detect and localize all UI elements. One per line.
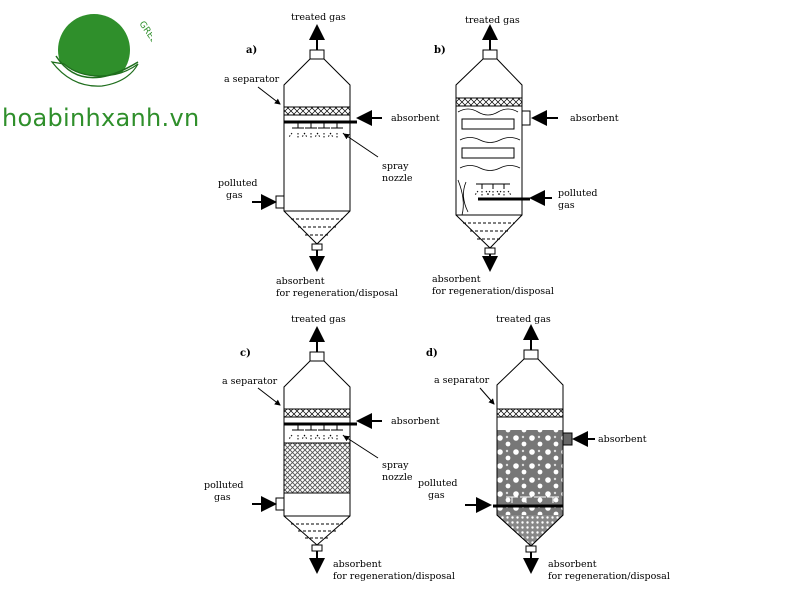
panel-a-out2: for regeneration/disposal	[276, 288, 398, 299]
panel-c-labels: c) treated gas a separator absorbent spr…	[204, 314, 455, 582]
panel-d-polluted: polluted	[418, 478, 458, 489]
panel-c-out2: for regeneration/disposal	[333, 571, 455, 582]
panel-d-letter: d)	[426, 348, 438, 359]
panel-c-polluted: polluted	[204, 480, 244, 491]
brand-name: hoabinhxanh.vn	[2, 104, 200, 132]
panel-c-treated-gas: treated gas	[291, 314, 346, 325]
panel-c-separator: a separator	[222, 376, 278, 387]
panel-b-absorbent: absorbent	[570, 113, 619, 124]
panel-c	[252, 326, 382, 574]
panel-c-letter: c)	[240, 348, 251, 359]
panel-a-treated-gas: treated gas	[291, 12, 346, 23]
panel-d-labels: d) treated gas a separator absorbent pol…	[418, 314, 670, 582]
panel-d-out2: for regeneration/disposal	[548, 571, 670, 582]
panel-d-absorbent: absorbent	[598, 434, 647, 445]
panel-a-nozzle: nozzle	[382, 173, 413, 184]
panel-b-out2: for regeneration/disposal	[432, 286, 554, 297]
panel-d-separator: a separator	[434, 375, 490, 386]
panel-b-out1: absorbent	[432, 274, 481, 285]
panel-d-gas: gas	[428, 490, 445, 501]
panel-c-spray: spray	[382, 460, 409, 471]
panel-a-absorbent: absorbent	[391, 113, 440, 124]
panel-a	[252, 24, 382, 272]
panel-a-polluted: polluted	[218, 178, 258, 189]
panel-d	[465, 324, 595, 574]
panel-b-gas: gas	[558, 200, 575, 211]
panel-b-labels: b) treated gas absorbent polluted gas ab…	[432, 15, 619, 297]
panel-b-treated-gas: treated gas	[465, 15, 520, 26]
panel-b-polluted: polluted	[558, 188, 598, 199]
panel-c-absorbent: absorbent	[391, 416, 440, 427]
panel-c-gas: gas	[214, 492, 231, 503]
panel-d-treated-gas: treated gas	[496, 314, 551, 325]
panel-b-letter: b)	[434, 45, 446, 56]
panel-a-labels: a) treated gas a separator absorbent spr…	[218, 12, 440, 299]
panel-a-letter: a)	[246, 45, 257, 56]
panel-a-out1: absorbent	[276, 276, 325, 287]
panel-c-nozzle: nozzle	[382, 472, 413, 483]
panel-d-out1: absorbent	[548, 559, 597, 570]
panel-b	[455, 24, 558, 272]
panel-c-out1: absorbent	[333, 559, 382, 570]
panel-a-spray: spray	[382, 161, 409, 172]
greenpeace-logo: GREENPEACE	[50, 14, 152, 87]
panel-a-gas: gas	[226, 190, 243, 201]
panel-a-separator: a separator	[224, 74, 280, 85]
